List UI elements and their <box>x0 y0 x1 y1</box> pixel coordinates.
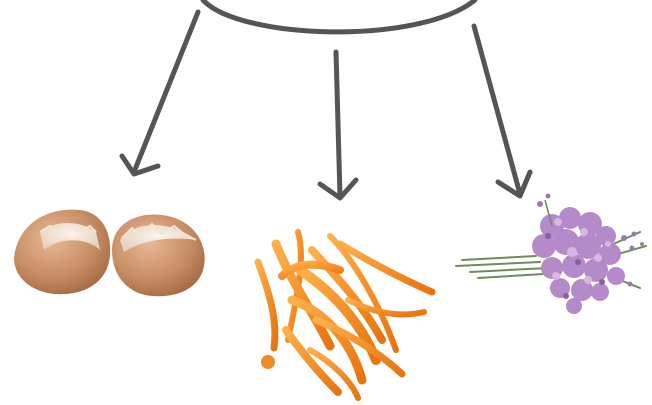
arrow-left <box>122 12 198 174</box>
carrot-shavings-icon <box>258 232 432 398</box>
lavender-bouquet-icon <box>456 194 646 315</box>
bubble-arc <box>203 0 475 32</box>
arrow-middle <box>320 52 356 198</box>
egg-shell-icon <box>14 210 205 297</box>
arrow-right <box>474 26 530 196</box>
